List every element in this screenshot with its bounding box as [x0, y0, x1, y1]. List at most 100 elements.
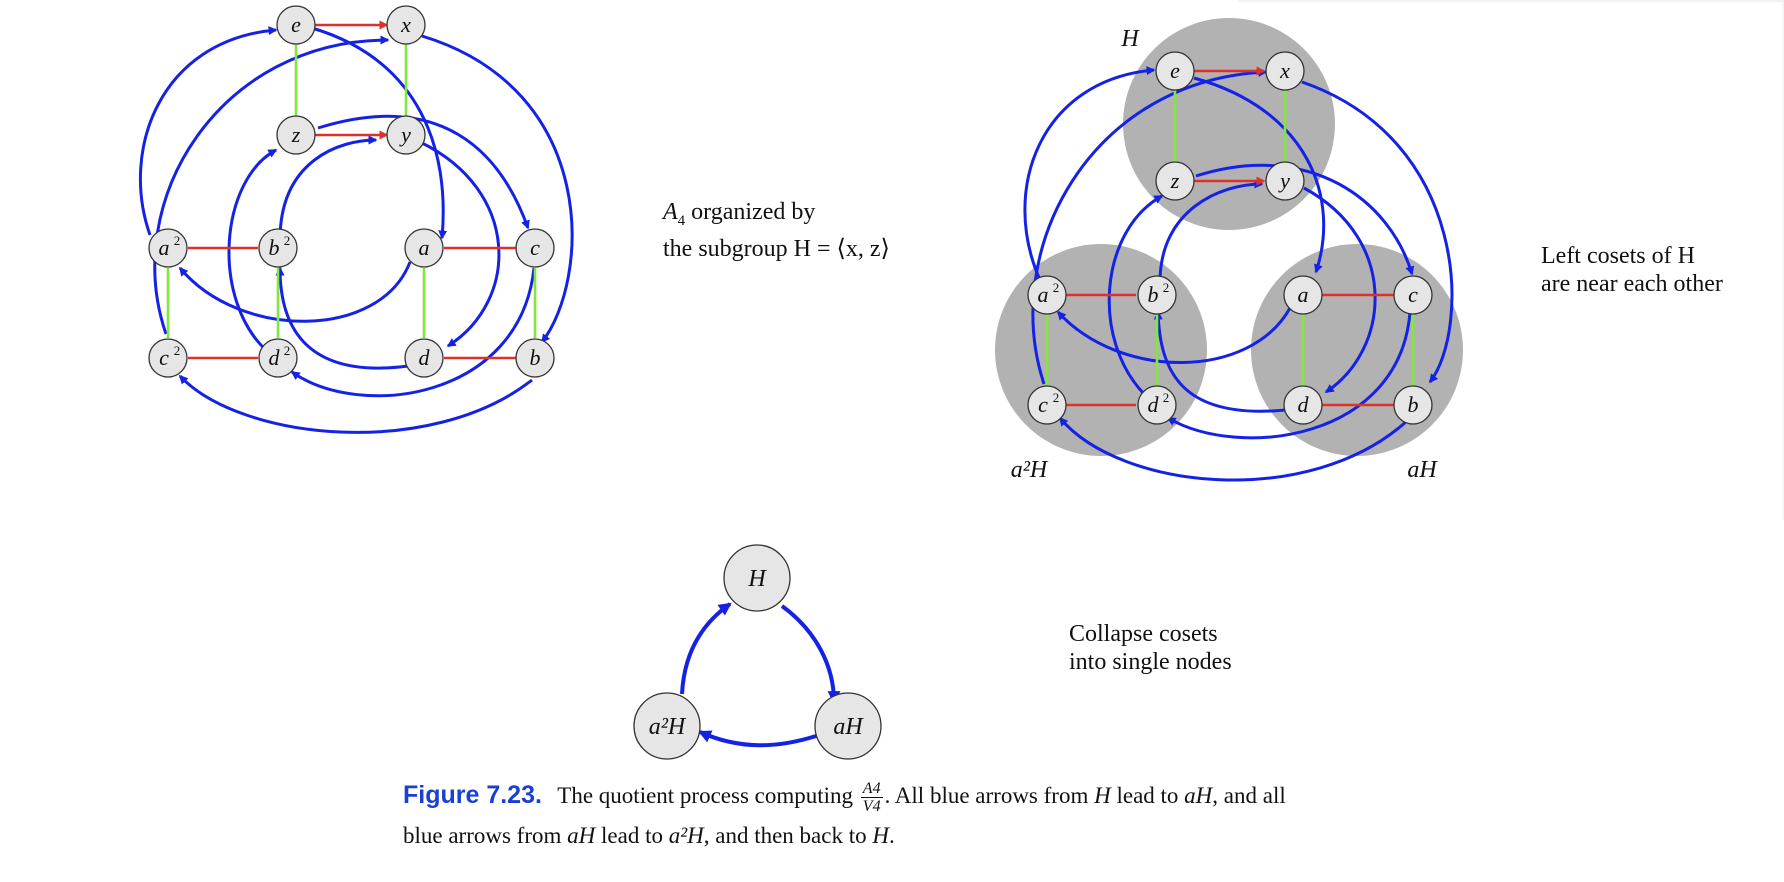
svg-text:aH: aH [833, 714, 864, 740]
svg-text:2: 2 [1053, 280, 1060, 295]
svg-text:a²H: a²H [649, 714, 687, 740]
arrow-b-to-c2 [178, 374, 533, 434]
svg-text:d: d [419, 345, 431, 370]
coset-label-H: H [1120, 26, 1140, 52]
node2-a: a [1283, 275, 1323, 315]
arrow-y-to-d [419, 140, 501, 348]
node2-b: b [1393, 385, 1433, 425]
arrow-a2-to-e [138, 26, 278, 236]
quotient-node-a2H: a²H [633, 692, 701, 760]
svg-text:2: 2 [1163, 280, 1170, 295]
node2-y: y [1265, 161, 1305, 201]
svg-text:c: c [1408, 282, 1418, 307]
coset-shading [995, 18, 1463, 456]
arrow2-b2-to-z [1107, 194, 1164, 398]
svg-text:c: c [530, 235, 540, 260]
svg-text:a: a [1038, 282, 1049, 307]
node-c: c [515, 228, 555, 268]
cayley-diagram-a4 [138, 26, 574, 434]
arrow-z-to-c [317, 114, 530, 230]
arrow-c-to-d2 [290, 267, 536, 398]
caption-line1: Figure 7.23. The quotient process comput… [403, 780, 1286, 816]
svg-text:y: y [399, 122, 411, 147]
arrow2-b-to-c2 [1058, 416, 1410, 482]
arrow2-e-to-a [1193, 76, 1326, 274]
svg-text:a: a [159, 235, 170, 260]
coset-aH-disc [1251, 244, 1463, 456]
node2-x: x [1265, 51, 1305, 91]
node2-d: d [1283, 385, 1323, 425]
figure-number: Figure 7.23. [403, 781, 542, 809]
caption-line2: blue arrows from aH lead to a²H, and the… [403, 823, 895, 848]
node-x: x [386, 5, 426, 45]
arrow-a2H-to-H [680, 602, 732, 695]
arrow2-d-to-b2 [1153, 310, 1287, 413]
svg-text:d: d [269, 345, 281, 370]
diagram3-caption-line2: into single nodes [1069, 649, 1232, 675]
svg-text:b: b [269, 235, 280, 260]
diagram1-caption-line2: the subgroup H = ⟨x, z⟩ [663, 235, 890, 262]
svg-text:2: 2 [174, 233, 181, 248]
svg-text:e: e [1170, 58, 1180, 83]
arrow-c2-to-x [153, 35, 390, 335]
svg-text:x: x [400, 12, 411, 37]
diagram1-caption-line1: A4 organized by [663, 199, 816, 229]
node2-e: e [1155, 51, 1195, 91]
svg-text:c: c [1038, 392, 1048, 417]
svg-text:z: z [291, 122, 301, 147]
svg-text:z: z [1170, 168, 1180, 193]
svg-text:d: d [1298, 392, 1310, 417]
arrow2-a2-to-e [1023, 66, 1156, 281]
svg-text:x: x [1279, 58, 1290, 83]
figure-caption: Figure 7.23. The quotient process comput… [403, 775, 1483, 856]
arrow-H-to-aH [780, 604, 841, 705]
arrow2-a-to-a2 [1056, 307, 1292, 364]
arrow2-c-to-d2 [1166, 311, 1412, 440]
coset-label-aH: aH [1407, 457, 1438, 483]
svg-text:b: b [1408, 392, 1419, 417]
svg-text:H: H [747, 566, 767, 592]
svg-text:a: a [1298, 282, 1309, 307]
diagram3-caption-line1: Collapse cosets [1069, 621, 1218, 647]
diagram2-caption-line2: are near each other [1541, 271, 1723, 297]
svg-text:d: d [1148, 392, 1160, 417]
svg-text:2: 2 [1053, 390, 1060, 405]
node2-z: z [1155, 161, 1195, 201]
diagram1-caption: A4 organized by the subgroup H = ⟨x, z⟩ [663, 198, 890, 263]
cayley-diagram-cosets [1023, 66, 1454, 482]
node-e: e [276, 5, 316, 45]
node-a: a [404, 228, 444, 268]
coset-label-a2H: a²H [1011, 457, 1049, 483]
arrow2-c2-to-x [1031, 67, 1268, 385]
svg-text:2: 2 [284, 343, 291, 358]
node-y: y [386, 115, 426, 155]
svg-text:a: a [419, 235, 430, 260]
node-b: b [515, 338, 555, 378]
arrow-a-to-a2 [178, 261, 412, 323]
arrow-d2-to-y [278, 135, 378, 241]
coset-a2H-disc [995, 244, 1207, 456]
quotient-node-aH: aH [814, 692, 882, 760]
svg-text:2: 2 [284, 233, 291, 248]
svg-text:b: b [530, 345, 541, 370]
arrow-aH-to-a2H [698, 730, 817, 748]
arrow-x-to-b [421, 34, 574, 344]
node2-c: c [1393, 275, 1433, 315]
svg-text:e: e [291, 12, 301, 37]
node-d: d [404, 338, 444, 378]
svg-text:y: y [1278, 168, 1290, 193]
diagram2-caption-line1: Left cosets of H [1541, 243, 1695, 269]
diagram3-caption: Collapse cosets into single nodes [1069, 620, 1232, 676]
svg-text:c: c [159, 345, 169, 370]
coset-H-disc [1123, 18, 1335, 230]
arrow2-z-to-c [1195, 163, 1415, 276]
arrow-d-to-b2 [275, 266, 409, 370]
node-z: z [276, 115, 316, 155]
